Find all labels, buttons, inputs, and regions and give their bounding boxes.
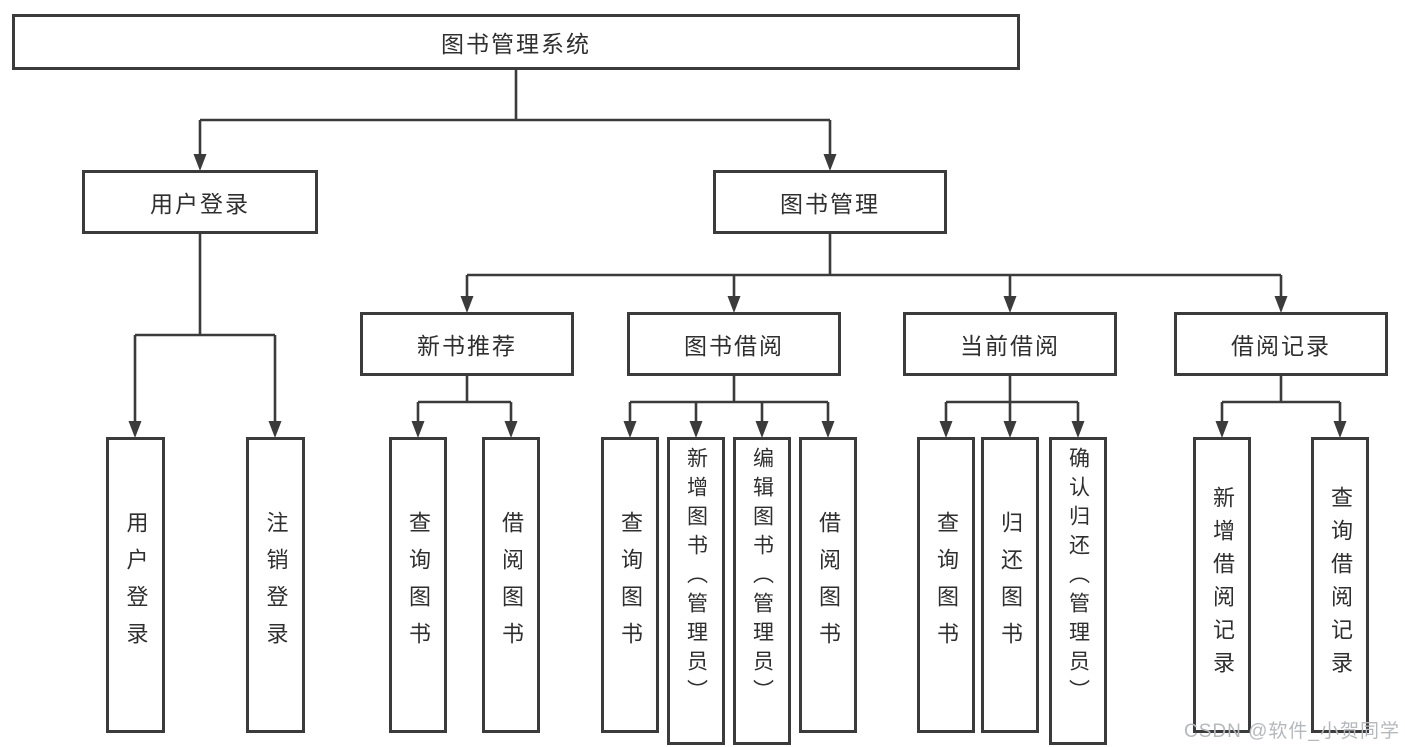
leaf-add-borrow-record: 新增借阅记录 <box>1193 437 1251 733</box>
leaf-query-borrow-record: 查询借阅记录 <box>1311 437 1369 733</box>
leaf-query-book: 查询图书 <box>389 437 447 733</box>
leaf-confirm-return-admin: 确认归还（管理员） <box>1049 437 1107 745</box>
leaf-return-book: 归还图书 <box>981 437 1039 733</box>
node-new-book-recommend: 新书推荐 <box>360 312 574 376</box>
leaf-edit-book-admin: 编辑图书（管理员） <box>733 437 791 745</box>
node-current-borrow: 当前借阅 <box>903 312 1117 376</box>
leaf-borrow-book: 借阅图书 <box>799 437 857 733</box>
leaf-user-login: 用户登录 <box>106 437 165 733</box>
node-book-management: 图书管理 <box>713 170 947 234</box>
leaf-query-book: 查询图书 <box>601 437 659 733</box>
node-user-login: 用户登录 <box>82 170 318 234</box>
leaf-add-book-admin: 新增图书（管理员） <box>667 437 725 745</box>
leaf-logout: 注销登录 <box>246 437 305 733</box>
leaf-query-book: 查询图书 <box>917 437 975 733</box>
node-root: 图书管理系统 <box>12 14 1020 70</box>
leaf-borrow-book: 借阅图书 <box>482 437 540 733</box>
node-borrow-records: 借阅记录 <box>1174 312 1388 376</box>
node-book-borrow: 图书借阅 <box>627 312 841 376</box>
watermark: CSDN @软件_小贺同学 <box>1184 721 1400 742</box>
arrowhead-icons <box>128 154 1347 438</box>
